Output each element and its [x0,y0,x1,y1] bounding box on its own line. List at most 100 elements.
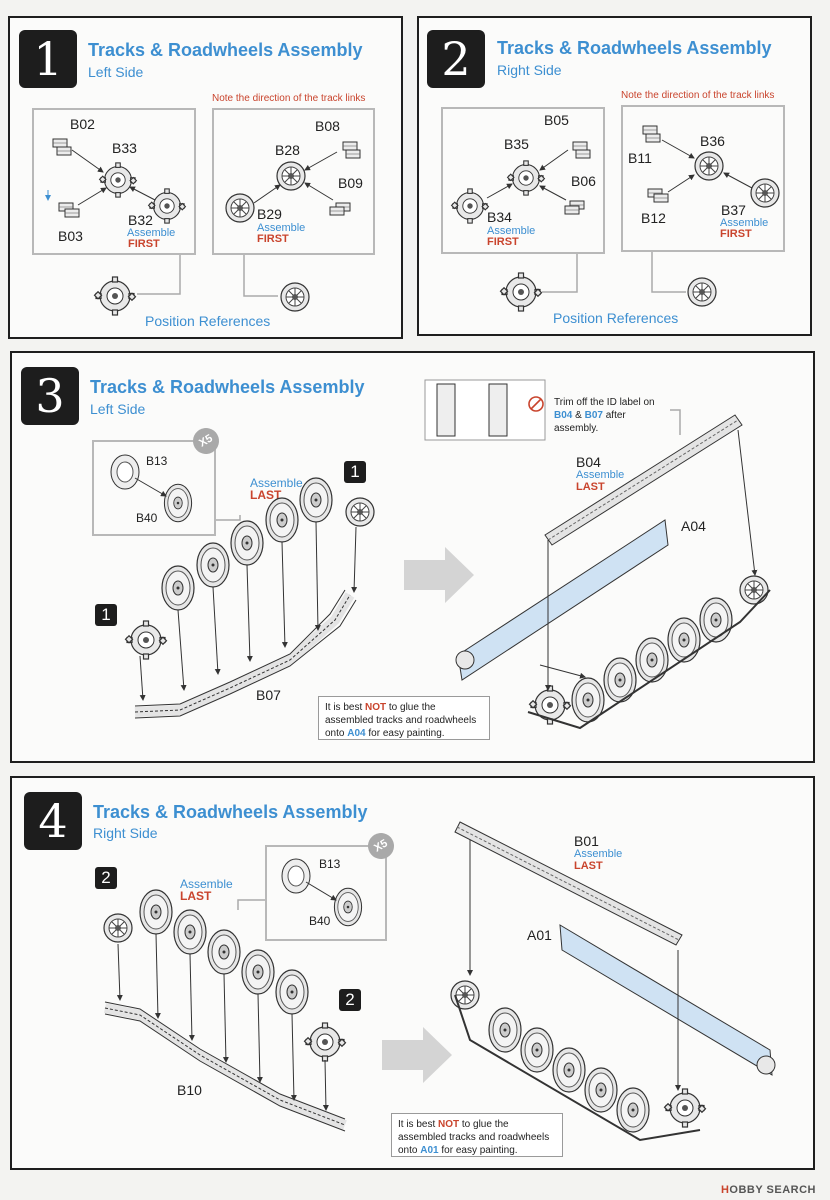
step-3-number: 3 [21,367,79,425]
part-b10-label: B10 [177,1082,202,1098]
step-2-note: Note the direction of the track links [621,90,775,101]
step-3-hull-a04 [455,519,669,681]
part-b09-label: B09 [338,175,363,191]
step-4-glue-note: It is best NOT to glue the assembled tra… [391,1113,563,1157]
step-2-sprocket-box [441,107,605,254]
part-b40-label-s4: B40 [309,914,331,928]
step-1-position-refs-art [93,255,310,316]
step-4-assembled-running-gear [450,980,707,1142]
part-b36-label: B36 [700,133,725,149]
step-4-drop-lines [116,933,329,1111]
step-4-title: Tracks & Roadwheels Assembly [93,802,368,822]
part-b40-label-s3: B40 [136,511,158,525]
step-4-guide-lines [467,840,681,1091]
step-3-assemble-label: Assemble [250,476,303,490]
step-4-flow-arrow [382,1027,452,1083]
step-3-ref-badge-1: 1 [344,461,366,483]
trim-note-post: after assembly. [554,410,626,434]
part-b34-label: B34 [487,209,512,225]
step-4-assemble-label-2: Assemble [574,848,623,860]
step-3-drop-lines [139,521,358,701]
part-b29-label: B29 [257,206,282,222]
part-b33-label: B33 [112,140,137,156]
part-b13-label-s3: B13 [146,454,168,468]
part-b04-label: B04 [576,454,601,470]
step-2-title: Tracks & Roadwheels Assembly [497,38,772,58]
glue-note-pre-4: It is best [398,1119,439,1130]
step-3-wheel-box [92,440,216,536]
step-4-panel [10,776,815,1170]
part-b06-label: B06 [571,173,596,189]
trim-note-part-1: B04 [554,410,573,421]
step-1-subtitle: Left Side [88,64,144,80]
step-2-sprocket-assembly [451,141,591,224]
step-3-subtitle: Left Side [90,401,146,417]
step-1-note: Note the direction of the track links [212,93,366,104]
step-4-track-b10 [104,1001,347,1132]
step-3-ref-badge-2: 1 [95,604,117,626]
glue-note-mid-4: to glue the assembled tracks and roadwhe… [398,1119,550,1156]
glue-note-part-4: A01 [420,1145,439,1156]
step-1-number: 1 [19,30,77,88]
step-1-assemble-label-2: Assemble [257,222,306,234]
step-3-wheel-subassembly [110,454,193,523]
watermark: HOBBY SEARCH [720,1184,816,1196]
step-3-guide-lines [539,429,758,691]
part-b07-label: B07 [256,687,281,703]
part-a04-label: A04 [681,518,706,534]
step-3-last-label: LAST [250,488,282,502]
part-b01-label: B01 [574,833,599,849]
step-2-assemble-label-2: Assemble [720,217,769,229]
step-4-wheel-box [265,845,387,941]
glue-note-not-4: NOT [438,1119,460,1130]
step-2-assemble-label: Assemble [487,225,536,237]
step-4-subtitle: Right Side [93,825,158,841]
step-2-first-label-2: FIRST [720,228,752,240]
step-4-assemble-label: Assemble [180,877,233,891]
step-4-wheel-subassembly [281,858,363,927]
part-b02-label: B02 [70,116,95,132]
step-1-sprocket-box [32,108,196,255]
step-3-title: Tracks & Roadwheels Assembly [90,377,365,397]
part-b12-label: B12 [641,210,666,226]
step-3-assembled-running-gear [527,575,771,730]
step-2-number: 2 [427,30,485,88]
glue-note-not: NOT [365,702,387,713]
glue-note-post-4: for easy painting. [438,1145,518,1156]
step-1-sprocket-assembly [45,138,186,224]
part-b11-label: B11 [628,150,652,166]
step-3-last-label-2: LAST [576,481,605,493]
part-b35-label: B35 [504,136,529,152]
step-3-trim-note: Trim off the ID label on B04 & B07 after… [550,394,670,434]
step-1-idler-box [212,108,375,255]
step-3-wheels-row [124,477,375,660]
part-b13-label-s4: B13 [319,857,341,871]
part-b05-label: B05 [544,112,569,128]
step-2-position-references: Position References [553,310,679,326]
step-1-title: Tracks & Roadwheels Assembly [88,40,363,60]
step-1-first-label: FIRST [128,238,160,250]
step-3-track-b07 [134,589,357,719]
step-2-position-refs-art [499,252,717,312]
glue-note-mid: to glue the assembled tracks and roadwhe… [325,702,477,739]
part-a01-label: A01 [527,927,552,943]
trim-note-part-2: B07 [584,410,603,421]
glue-note-part: A04 [347,728,366,739]
trim-note-pre: Trim off the ID label on [554,397,655,408]
glue-note-post: for easy painting. [365,728,445,739]
step-3-glue-note: It is best NOT to glue the assembled tra… [318,696,490,740]
step-4-last-label: LAST [180,889,212,903]
step-3-assemble-label-2: Assemble [576,469,625,481]
step-4-ref-badge-2: 2 [339,989,361,1011]
step-3-upper-track-b04 [544,414,743,546]
step-2-first-label: FIRST [487,236,519,248]
step-1-first-label-2: FIRST [257,233,289,245]
step-1-position-references: Position References [145,313,271,329]
step-3-trim-illustration [424,379,681,441]
step-4-ref-badge-1: 2 [95,867,117,889]
step-2-idler-assembly [642,125,780,208]
step-4-wheels-row [103,889,347,1062]
glue-note-pre: It is best [325,702,366,713]
step-1-assemble-label: Assemble [127,227,176,239]
